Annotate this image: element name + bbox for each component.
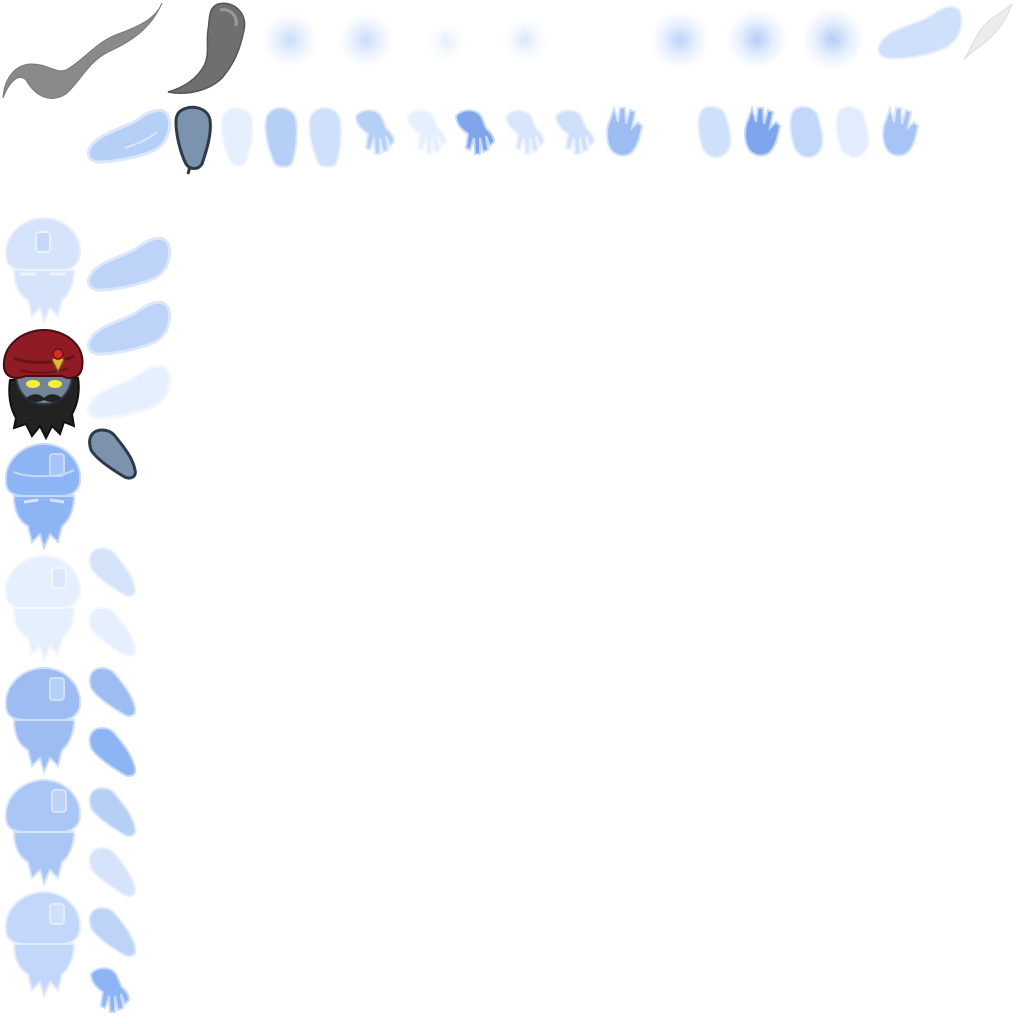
- genie-head-blue-icon: [4, 778, 82, 887]
- arm-pale-icon: [86, 300, 172, 356]
- genie-head-blue-icon: [4, 666, 82, 775]
- glow-orb-icon: [650, 10, 710, 70]
- smoke-tail-light-icon: [963, 2, 1014, 61]
- arm-faint-icon: [86, 364, 172, 420]
- hand-open-icon: [504, 109, 546, 155]
- hand-reach-icon: [789, 105, 824, 159]
- hand-reach-icon: [88, 607, 137, 657]
- hand-reach-icon: [835, 105, 870, 159]
- smoke-tail-large-icon: [2, 2, 163, 99]
- hand-claw-icon: [89, 967, 131, 1013]
- arm-pale-icon: [86, 236, 172, 292]
- glow-orb-icon: [262, 12, 318, 68]
- glow-orb-icon: [800, 8, 866, 70]
- arm-ghost-icon: [308, 106, 342, 168]
- genie-head-color-icon: [2, 328, 84, 441]
- hand-claw-icon: [454, 109, 496, 155]
- glow-orb-icon: [726, 8, 788, 70]
- arm-pale-icon: [877, 5, 963, 60]
- glow-orb-icon: [424, 22, 468, 62]
- glow-orb-icon: [338, 12, 394, 68]
- arm-blue-icon: [264, 106, 298, 168]
- hand-reach-icon: [88, 667, 137, 717]
- arm-slate-icon: [88, 428, 137, 480]
- genie-head-ghost-icon: [4, 554, 82, 663]
- hand-reach-icon: [88, 727, 137, 777]
- hand-reach-icon: [88, 847, 137, 897]
- hand-reach-icon: [697, 105, 732, 159]
- hand-reach-icon: [88, 787, 137, 837]
- hand-open-icon: [354, 109, 396, 155]
- genie-head-blue-icon: [4, 442, 82, 551]
- smoke-tail-curl-icon: [167, 2, 246, 94]
- genie-head-ghost-icon: [4, 216, 82, 325]
- arm-slate-icon: [174, 105, 212, 175]
- arm-faint-icon: [220, 106, 254, 167]
- glow-orb-icon: [500, 16, 550, 64]
- hand-open-icon: [406, 109, 448, 155]
- hand-reach-icon: [88, 547, 137, 597]
- arm-pale-icon: [86, 108, 172, 164]
- hand-open-icon: [554, 109, 596, 155]
- hand-reach-icon: [606, 104, 644, 157]
- hand-claw-icon: [882, 104, 920, 157]
- genie-head-ghost-icon: [4, 890, 82, 999]
- hand-claw-icon: [744, 104, 782, 157]
- hand-reach-icon: [88, 907, 137, 957]
